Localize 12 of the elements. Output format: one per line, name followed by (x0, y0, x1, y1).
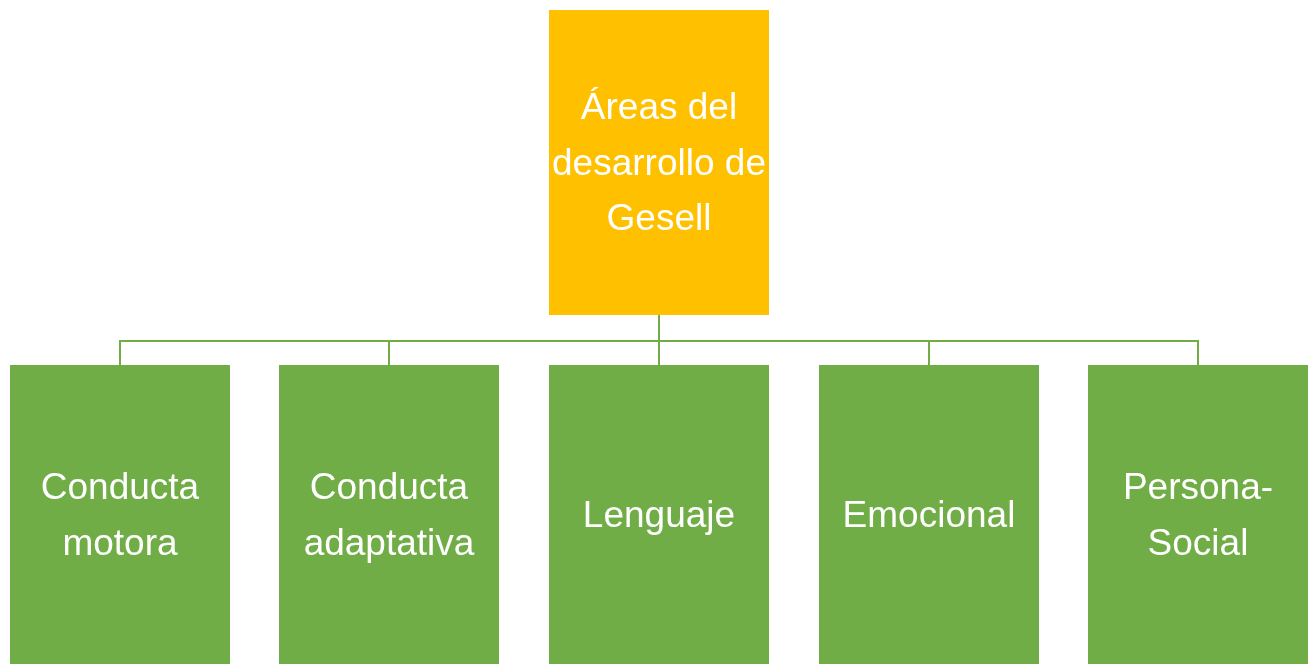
category-box (10, 365, 230, 664)
box-label: Conducta motora (39, 465, 201, 565)
box-label: Persona-Social (1121, 465, 1275, 565)
category-box (279, 365, 499, 664)
category-box (549, 365, 769, 664)
category-box (1088, 365, 1308, 664)
category-box (819, 365, 1039, 664)
box-label: Emocional (842, 492, 1016, 537)
box-label: Lenguaje (582, 492, 736, 537)
box-label: Conducta adaptativa (302, 465, 476, 565)
box-label: Áreas del desarrollo de Gesell (551, 85, 767, 241)
root-box (549, 10, 769, 315)
